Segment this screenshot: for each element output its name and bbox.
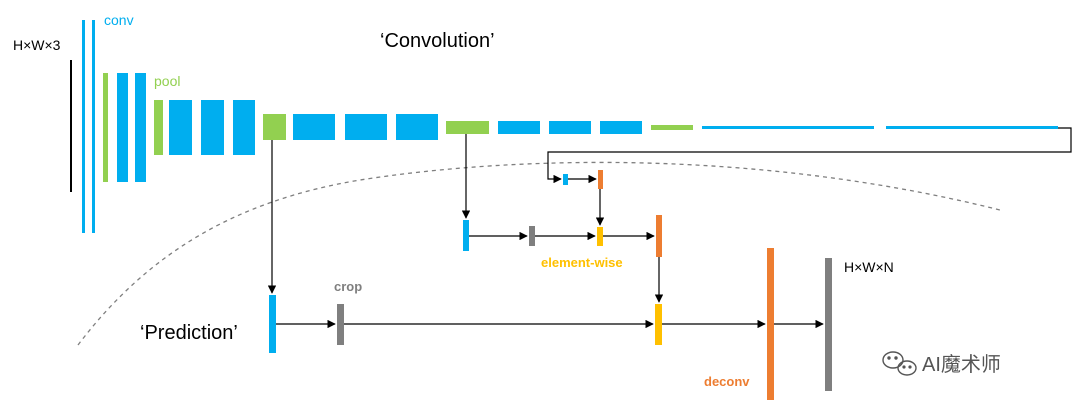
score-pool4-layer <box>463 220 469 251</box>
pool-label: pool <box>154 73 180 89</box>
crop-label: crop <box>334 279 362 294</box>
fc7-to-score-connector <box>547 127 1072 184</box>
conv-layer-4b <box>345 114 387 140</box>
conv-layer-3c <box>233 100 255 155</box>
pool-layer-2 <box>154 100 163 155</box>
crop-pool4-layer <box>529 226 535 246</box>
convolution-title: ‘Convolution’ <box>380 30 495 52</box>
fuse-pool3-element-wise <box>655 304 662 345</box>
output-size-label: H×W×N <box>844 259 894 275</box>
conv-layer-4a <box>293 114 335 140</box>
fc-conv-layer-7 <box>886 126 1058 129</box>
conv-layer-3b <box>201 100 224 155</box>
conv-layer-5c <box>600 121 642 134</box>
prediction-title: ‘Prediction’ <box>140 322 238 344</box>
upscore2-deconv <box>598 170 603 189</box>
input-size-label: H×W×3 <box>13 37 61 53</box>
pool-layer-3 <box>263 114 286 140</box>
conv-layer-1a <box>82 20 85 233</box>
fc-conv-layer-6 <box>702 126 874 129</box>
wechat-icon <box>882 351 917 376</box>
pool-layer-1 <box>103 73 108 182</box>
conv-layer-5b <box>549 121 591 134</box>
final-deconv-layer <box>767 248 774 400</box>
deconv-label: deconv <box>704 374 750 389</box>
score-pool3-layer <box>269 295 276 353</box>
output-layer <box>825 258 832 391</box>
conv-layer-5a <box>498 121 540 134</box>
fuse-pool4-element-wise <box>597 227 603 246</box>
conv-layer-2b <box>135 73 146 182</box>
crop-pool3-layer <box>337 304 344 345</box>
element-wise-label: element-wise <box>541 255 623 270</box>
separator-dashed-curve <box>77 161 1001 346</box>
pool-layer-4 <box>446 121 489 134</box>
score-fr-layer <box>563 174 568 185</box>
conv-label: conv <box>104 12 134 28</box>
conv-layer-3a <box>169 100 192 155</box>
pool-layer-5 <box>651 125 693 130</box>
conv-layer-4c <box>396 114 438 140</box>
upscore-pool4-deconv <box>656 215 662 257</box>
conv-layer-2a <box>117 73 128 182</box>
conv-layer-1b <box>92 20 95 233</box>
watermark-text: AI魔术师 <box>922 353 1001 376</box>
